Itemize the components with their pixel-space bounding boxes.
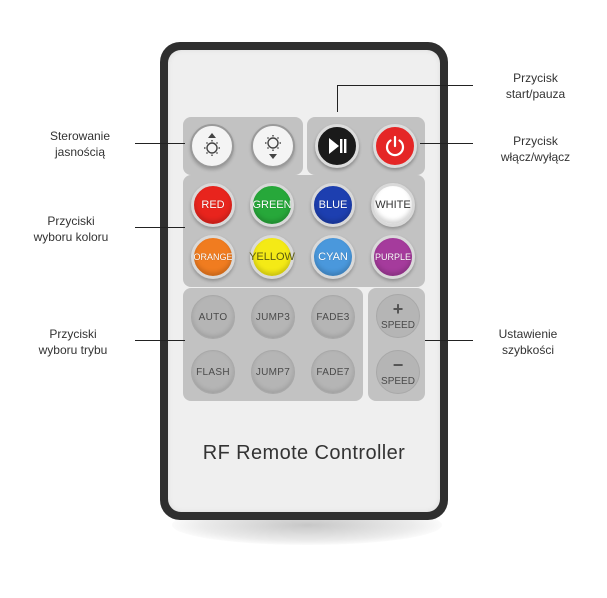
color-button-label: ORANGE (193, 252, 233, 262)
play-pause-button[interactable] (315, 124, 359, 168)
speed-panel: + SPEED − SPEED (368, 288, 425, 401)
color-button-blue[interactable]: BLUE (311, 183, 355, 227)
speed-up-button[interactable]: + SPEED (376, 294, 420, 338)
color-button-white[interactable]: WHITE (371, 183, 415, 227)
color-panel: RED GREEN BLUE WHITE ORANGE YELLOW CYAN PURPLE (183, 175, 425, 287)
start-pause-annotation-line2: start/pauza (505, 87, 566, 101)
brightness-annotation-line1: Sterowanie (49, 129, 111, 143)
power-button[interactable] (373, 124, 417, 168)
color-button-yellow[interactable]: YELLOW (249, 235, 295, 279)
brightness-down-icon (265, 135, 281, 159)
color-button-orange[interactable]: ORANGE (191, 235, 235, 279)
mode-button-label: FLASH (196, 366, 230, 378)
brightness-annotation: Sterowanie jasnością (30, 128, 130, 160)
power-icon (385, 135, 405, 157)
mode-button-label: JUMP3 (255, 311, 291, 323)
mode-annotation-line1: Przyciski (49, 327, 97, 341)
color-annotation-line2: wyboru koloru (33, 230, 109, 244)
brightness-up-button[interactable] (190, 124, 234, 168)
speed-up-label: SPEED (381, 319, 415, 331)
play-power-panel (307, 117, 425, 175)
color-button-label: GREEN (252, 199, 292, 211)
mode-button-label: JUMP7 (255, 366, 291, 378)
mode-button-label: AUTO (198, 311, 228, 323)
color-annotation: Przyciski wyboru koloru (15, 213, 127, 245)
start-pause-pointer-h (337, 85, 473, 86)
mode-button-label: FADE7 (316, 366, 350, 378)
color-button-green[interactable]: GREEN (250, 183, 294, 227)
brightness-panel (183, 117, 303, 175)
play-pause-icon (329, 138, 347, 154)
brightness-down-button[interactable] (251, 124, 295, 168)
color-button-label: YELLOW (249, 251, 295, 263)
brightness-pointer (135, 143, 185, 144)
speed-annotation-line2: szybkości (501, 343, 554, 357)
start-pause-annotation-line1: Przycisk (513, 71, 558, 85)
mode-annotation-line2: wyboru trybu (38, 343, 108, 357)
color-button-cyan[interactable]: CYAN (311, 235, 355, 279)
color-button-label: BLUE (318, 199, 348, 211)
mode-button-jump7[interactable]: JUMP7 (251, 350, 295, 394)
brand-label: RF Remote Controller (202, 442, 406, 464)
mode-button-auto[interactable]: AUTO (191, 295, 235, 339)
power-annotation-line2: włącz/wyłącz (500, 150, 571, 164)
brightness-up-icon (204, 133, 220, 156)
power-pointer (420, 143, 473, 144)
color-pointer (135, 227, 185, 228)
power-annotation-line1: Przycisk (513, 134, 558, 148)
speed-annotation-line1: Ustawienie (498, 327, 558, 341)
color-button-label: PURPLE (374, 252, 411, 262)
mode-button-flash[interactable]: FLASH (191, 350, 235, 394)
color-button-label: CYAN (318, 251, 348, 263)
mode-pointer (135, 340, 185, 341)
color-button-label: WHITE (375, 199, 411, 211)
mode-button-fade7[interactable]: FADE7 (311, 350, 355, 394)
speed-down-button[interactable]: − SPEED (376, 350, 420, 394)
power-annotation: Przycisk włącz/wyłącz (478, 133, 593, 165)
plus-icon: + (392, 298, 404, 319)
mode-button-jump3[interactable]: JUMP3 (251, 295, 295, 339)
color-button-red[interactable]: RED (191, 183, 235, 227)
mode-annotation: Przyciski wyboru trybu (18, 326, 128, 358)
mode-button-label: FADE3 (316, 311, 350, 323)
color-button-purple[interactable]: PURPLE (371, 235, 415, 279)
speed-down-label: SPEED (381, 375, 415, 387)
speed-pointer (425, 340, 473, 341)
color-annotation-line1: Przyciski (47, 214, 95, 228)
mode-button-fade3[interactable]: FADE3 (311, 295, 355, 339)
start-pause-annotation: Przycisk start/pauza (478, 70, 593, 102)
start-pause-pointer-v (337, 85, 338, 112)
speed-annotation: Ustawienie szybkości (478, 326, 578, 358)
brightness-annotation-line2: jasnością (54, 145, 106, 159)
minus-icon: − (392, 354, 404, 375)
color-button-label: RED (201, 199, 225, 211)
